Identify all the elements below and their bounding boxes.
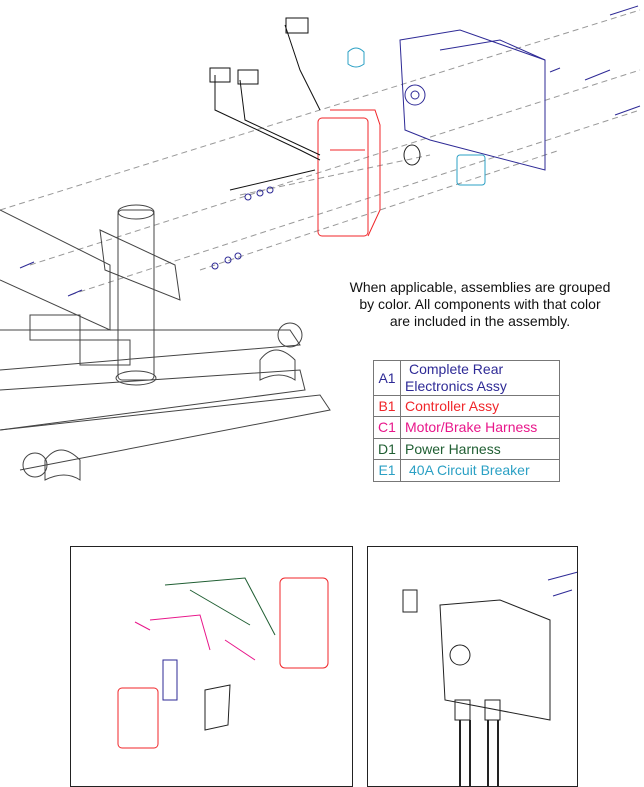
- legend-code: D1: [373, 438, 401, 460]
- assembly-color-note: When applicable, assemblies are grouped …: [330, 279, 630, 330]
- legend-label: Electronics Assy: [405, 378, 507, 394]
- note-line: are included in the assembly.: [389, 313, 571, 329]
- legend-code: E1: [373, 459, 401, 482]
- note-line: When applicable, assemblies are grouped: [349, 279, 611, 295]
- note-line: by color. All components with that color: [359, 296, 601, 312]
- legend-label: Controller Assy: [400, 395, 560, 417]
- legend-row-c1: C1 Motor/Brake Harness: [373, 416, 560, 439]
- legend-label: 40A Circuit Breaker: [400, 459, 560, 482]
- controller-b1: [317, 109, 381, 237]
- legend-label: Power Harness: [400, 438, 560, 460]
- legend-code: A1: [373, 360, 401, 396]
- legend-row-b1: B1 Controller Assy: [373, 395, 560, 417]
- harness-wiring: [209, 17, 321, 191]
- circuit-breaker-e1: [347, 47, 486, 186]
- legend-label: Motor/Brake Harness: [400, 416, 560, 439]
- legend-row-e1: E1 40A Circuit Breaker: [373, 459, 560, 482]
- legend-label: Complete Rear: [409, 361, 504, 377]
- inset-frame-controller: [70, 546, 353, 787]
- inset-bracket-detail: [402, 571, 579, 786]
- dashed-guide-lines: [0, 9, 641, 296]
- inset-frame-bracket: [367, 546, 578, 787]
- grommet: [403, 144, 421, 166]
- inset-controller-detail: [117, 577, 329, 749]
- legend-row-d1: D1 Power Harness: [373, 438, 560, 460]
- legend-code: B1: [373, 395, 401, 417]
- legend-code: C1: [373, 416, 401, 439]
- bolts: [19, 5, 641, 297]
- chair-base-frame: [0, 204, 331, 481]
- electronics-bracket-a1: [399, 29, 546, 171]
